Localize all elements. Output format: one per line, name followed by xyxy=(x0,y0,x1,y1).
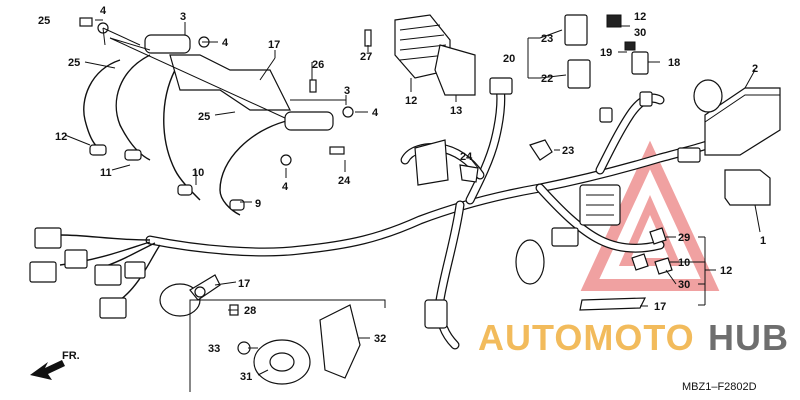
callouts: 25 4 3 4 17 25 26 3 25 4 24 4 12 11 10 9… xyxy=(38,5,766,383)
insulator-10 xyxy=(434,44,476,96)
callout: 4 xyxy=(222,37,229,49)
callout: 31 xyxy=(240,371,252,383)
callout: 24 xyxy=(460,151,473,163)
horn-assembly-inset xyxy=(189,299,386,392)
callout: 4 xyxy=(100,5,107,17)
callout: 4 xyxy=(372,107,379,119)
left-connectors xyxy=(29,227,161,319)
watermark-text: AUTOMOTO HUB xyxy=(478,317,789,358)
callout: 17 xyxy=(238,278,250,290)
callout: 11 xyxy=(100,167,112,179)
callout: 26 xyxy=(312,59,324,71)
control-modules xyxy=(677,79,781,206)
callout: 12 xyxy=(405,95,417,107)
relays xyxy=(489,14,653,123)
callout: 9 xyxy=(255,198,261,210)
callout: 12 xyxy=(720,265,732,277)
callout: 3 xyxy=(344,85,350,97)
callout: 24 xyxy=(338,175,351,187)
callout: 17 xyxy=(654,301,666,313)
callout: 25 xyxy=(198,111,210,123)
callout: 27 xyxy=(360,51,372,63)
callout: 4 xyxy=(282,181,289,193)
callout: 19 xyxy=(600,47,612,59)
callout: 22 xyxy=(541,73,553,85)
callout: 23 xyxy=(541,33,553,45)
clamps xyxy=(414,139,553,186)
callout: 10 xyxy=(678,257,690,269)
watermark-left: AUTOMOTO xyxy=(478,317,695,358)
callout: 1 xyxy=(760,235,766,247)
callout: 25 xyxy=(68,57,80,69)
ignition-coil-assembly xyxy=(83,34,334,216)
callout: 23 xyxy=(562,145,574,157)
fuse-box xyxy=(515,184,621,285)
callout: 12 xyxy=(55,131,67,143)
callout: 33 xyxy=(208,343,220,355)
callout: 2 xyxy=(752,63,758,75)
callout: 13 xyxy=(450,105,462,117)
callout: 30 xyxy=(678,279,690,291)
callout: 3 xyxy=(180,11,186,23)
leader-lines xyxy=(64,19,761,376)
fuse-box-cover xyxy=(724,169,771,206)
callout: 29 xyxy=(678,232,690,244)
callout: 32 xyxy=(374,333,386,345)
callout: 10 xyxy=(192,167,204,179)
ignition-coil-upper xyxy=(144,34,191,54)
lower-parts xyxy=(424,227,673,329)
callout: 20 xyxy=(503,53,515,65)
callout: 18 xyxy=(668,57,680,69)
ignition-coil-lower xyxy=(284,111,334,131)
direction-label: FR. xyxy=(62,350,80,362)
callout: 12 xyxy=(634,11,646,23)
callout: 28 xyxy=(244,305,256,317)
callout: 17 xyxy=(268,39,280,51)
callout: 30 xyxy=(634,27,646,39)
front-direction-arrow: FR. xyxy=(30,350,80,380)
callout: 25 xyxy=(38,15,50,27)
regulator-rectifier xyxy=(394,14,476,96)
watermark-right: HUB xyxy=(708,317,789,358)
starter-relay xyxy=(515,239,545,285)
drawing-code: MBZ1–F2802D xyxy=(682,381,757,393)
coil-bracket xyxy=(169,54,291,111)
